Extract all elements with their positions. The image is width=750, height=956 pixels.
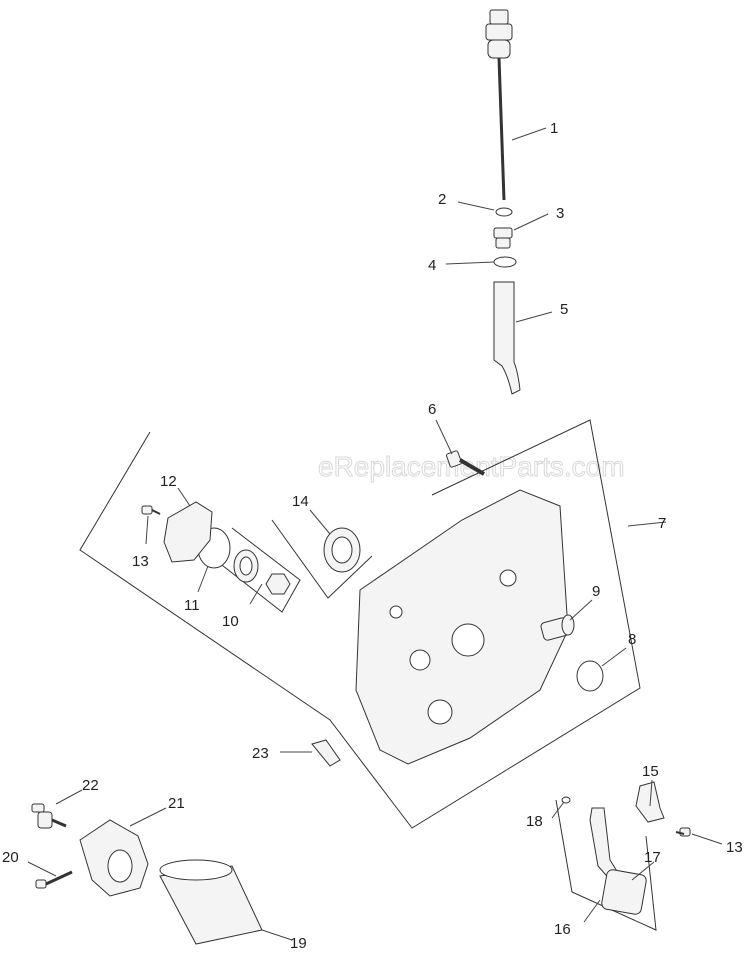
callout-6: 6 (428, 401, 436, 418)
callout-9: 9 (592, 583, 600, 600)
callout-16: 16 (554, 921, 571, 938)
bolt-part[interactable] (446, 450, 486, 476)
oil-seal-part[interactable] (323, 527, 361, 573)
callout-labels: 1 2 3 4 5 6 7 8 9 10 11 12 13 14 15 16 1… (2, 120, 743, 952)
callout-4: 4 (428, 257, 436, 274)
small-o-ring-part[interactable] (561, 796, 571, 804)
callout-2: 2 (438, 191, 446, 208)
leader-lines (27, 127, 723, 941)
o-ring-part[interactable] (493, 256, 517, 268)
main-assembly-frame (79, 419, 641, 829)
closure-plate-hole (499, 569, 517, 587)
washer-part[interactable] (495, 207, 513, 217)
seal-group-frame (271, 519, 373, 599)
callout-23: 23 (252, 745, 269, 762)
callout-5: 5 (560, 301, 568, 318)
closure-plate-bore (451, 623, 485, 657)
filter-adapter-bore (107, 849, 133, 883)
callout-15: 15 (642, 763, 659, 780)
callout-13-left: 13 (132, 553, 149, 570)
cover-screw-part[interactable] (141, 505, 161, 515)
dipstick-part[interactable] (485, 9, 513, 201)
oil-fitting-part[interactable] (540, 614, 575, 641)
callout-18: 18 (526, 813, 543, 830)
tube-fitting-part[interactable] (493, 227, 513, 249)
seal-ring-part[interactable] (576, 660, 604, 692)
callout-17: 17 (644, 849, 661, 866)
callout-19: 19 (290, 935, 307, 952)
callout-21: 21 (168, 795, 185, 812)
callout-10: 10 (222, 613, 239, 630)
callout-3: 3 (556, 205, 564, 222)
closure-plate-boss (409, 649, 431, 671)
callout-1: 1 (550, 120, 558, 137)
oil-sensor-part[interactable] (589, 807, 647, 915)
small-gasket-part[interactable] (311, 739, 341, 767)
callout-13-right: 13 (726, 839, 743, 856)
callout-20: 20 (2, 849, 19, 866)
callout-8: 8 (628, 631, 636, 648)
callout-11: 11 (184, 597, 200, 614)
adapter-bolt-part[interactable] (35, 870, 73, 889)
oil-filter-part[interactable] (159, 859, 263, 945)
dipstick-tube-part[interactable] (493, 281, 521, 395)
callout-14: 14 (292, 493, 309, 510)
callout-22: 22 (82, 777, 99, 794)
oil-pump-rotor-part[interactable] (233, 549, 291, 595)
callout-7: 7 (658, 515, 666, 532)
callout-12: 12 (160, 473, 177, 490)
bracket-screw-part[interactable] (675, 827, 691, 837)
pump-cover-part[interactable] (163, 501, 213, 563)
closure-plate-lobe (427, 699, 453, 725)
closure-plate-hole-2 (389, 605, 403, 619)
pressure-switch-part[interactable] (31, 803, 67, 829)
